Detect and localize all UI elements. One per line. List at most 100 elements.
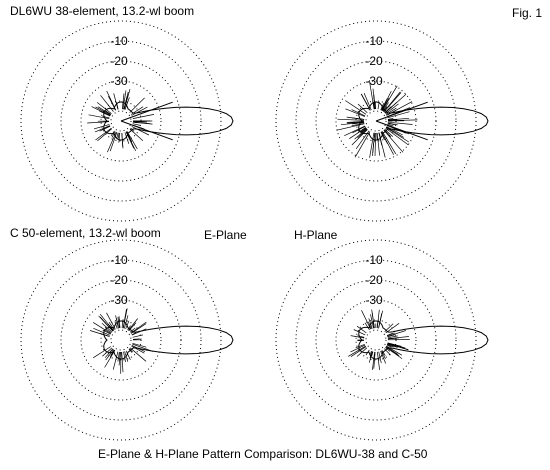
sidelobe-spike xyxy=(357,335,365,338)
db-ring xyxy=(365,110,387,132)
sidelobe-spike xyxy=(121,132,124,149)
ring-label: -20 xyxy=(110,54,128,68)
sidelobe-spike xyxy=(386,126,404,138)
sidelobe-spike xyxy=(384,128,394,137)
sidelobe-spike xyxy=(378,132,386,158)
sidelobe-spike xyxy=(370,314,374,329)
sidelobe-spike xyxy=(386,110,397,116)
ring-label: -30 xyxy=(110,74,128,88)
sidelobe-spike xyxy=(369,132,375,158)
sidelobe-spike xyxy=(116,132,119,140)
sidelobe-spike xyxy=(347,121,365,124)
sidelobe-spike xyxy=(107,131,117,153)
sidelobe-spike xyxy=(126,131,133,143)
sidelobe-spike xyxy=(372,351,375,370)
sidelobe-spike xyxy=(128,348,133,353)
polar-plot-2: -10-20-30 xyxy=(275,20,489,222)
sidelobe-spike xyxy=(348,345,366,357)
e-plane-label: E-Plane xyxy=(204,228,247,242)
db-ring xyxy=(40,40,202,202)
db-ring xyxy=(80,299,162,381)
sidelobe-spike xyxy=(125,131,135,149)
sidelobe-spike xyxy=(365,349,370,356)
polar-plot-3: -10-20-30 xyxy=(20,239,234,441)
sidelobe-spike xyxy=(381,131,397,155)
sidelobe-spike xyxy=(121,93,125,110)
sidelobe-spike xyxy=(97,128,113,142)
sidelobe-spike xyxy=(102,115,110,119)
sidelobe-spike xyxy=(387,343,409,350)
sidelobe-spike xyxy=(118,316,121,329)
ring-label: -30 xyxy=(365,293,383,307)
sidelobe-spike xyxy=(351,122,365,127)
ring-label: -10 xyxy=(365,253,383,267)
sidelobe-spike xyxy=(129,128,134,133)
sidelobe-spike xyxy=(385,346,399,355)
sidelobe-spike xyxy=(387,119,398,121)
sidelobe-spike xyxy=(104,330,111,335)
sidelobe-spike xyxy=(109,349,115,358)
sidelobe-spike xyxy=(106,312,116,330)
h-plane-label: H-Plane xyxy=(294,228,338,242)
sidelobe-spike xyxy=(130,321,147,334)
sidelobe-spike xyxy=(123,95,128,110)
sidelobe-spike xyxy=(384,348,391,356)
sidelobe-spike xyxy=(387,119,418,122)
ring-label: -10 xyxy=(110,34,128,48)
sidelobe-spike xyxy=(357,128,368,139)
sidelobe-spike xyxy=(357,103,368,114)
sidelobe-spike xyxy=(91,106,111,117)
sidelobe-spike xyxy=(350,335,365,339)
sidelobe-spike xyxy=(127,325,131,331)
sidelobe-spike xyxy=(383,91,401,113)
sidelobe-spike xyxy=(111,131,116,138)
sidelobe-spike xyxy=(386,125,407,134)
db-ring xyxy=(335,299,417,381)
sidelobe-spike xyxy=(122,90,127,110)
sidelobe-spike xyxy=(99,125,111,132)
db-ring xyxy=(295,40,457,202)
sidelobe-spike xyxy=(380,350,387,364)
ring-label: -30 xyxy=(365,74,383,88)
sidelobe-spike xyxy=(386,126,403,136)
db-ring xyxy=(40,259,202,421)
sidelobe-spike xyxy=(130,323,147,334)
sidelobe-spike xyxy=(93,124,110,130)
sidelobe-spike xyxy=(117,316,120,329)
sidelobe-spike xyxy=(385,103,399,114)
sidelobe-spike xyxy=(354,131,371,158)
polar-plot-1: -10 -20 -30 xyxy=(20,20,234,222)
sidelobe-spike xyxy=(112,351,119,370)
sidelobe-spike xyxy=(385,127,409,146)
sidelobe-spike xyxy=(385,107,397,115)
sidelobe-spike xyxy=(386,344,394,348)
sidelobe-spike xyxy=(368,321,372,330)
sidelobe-spike xyxy=(385,347,391,352)
sidelobe-spike xyxy=(96,102,112,114)
db-ring xyxy=(335,80,417,162)
sidelobe-spike xyxy=(132,338,140,340)
sidelobe-spike xyxy=(356,325,367,334)
sidelobe-spike xyxy=(353,329,366,336)
sidelobe-spike xyxy=(374,132,377,157)
db-ring xyxy=(80,80,162,162)
first-sidelobe xyxy=(120,101,173,122)
sidelobe-spike xyxy=(126,131,138,150)
sidelobe-spike xyxy=(376,309,380,329)
polar-plot-4: -10-20-30 xyxy=(275,239,489,441)
sidelobe-spike xyxy=(129,327,136,333)
sidelobe-spike xyxy=(387,121,413,125)
sidelobe-spike xyxy=(132,121,139,124)
sidelobe-spike xyxy=(385,323,400,334)
sidelobe-spike xyxy=(373,102,375,110)
sidelobe-spike xyxy=(384,106,392,113)
sidelobe-spike xyxy=(368,351,373,363)
sidelobe-spike xyxy=(123,89,131,110)
sidelobe-spike xyxy=(380,131,385,141)
sidelobe-spike xyxy=(376,132,378,141)
sidelobe-spike xyxy=(104,350,116,368)
sidelobe-spike xyxy=(104,321,114,332)
sidelobe-spike xyxy=(89,330,110,337)
sidelobe-spike xyxy=(118,132,121,143)
sidelobe-spike xyxy=(129,97,145,113)
